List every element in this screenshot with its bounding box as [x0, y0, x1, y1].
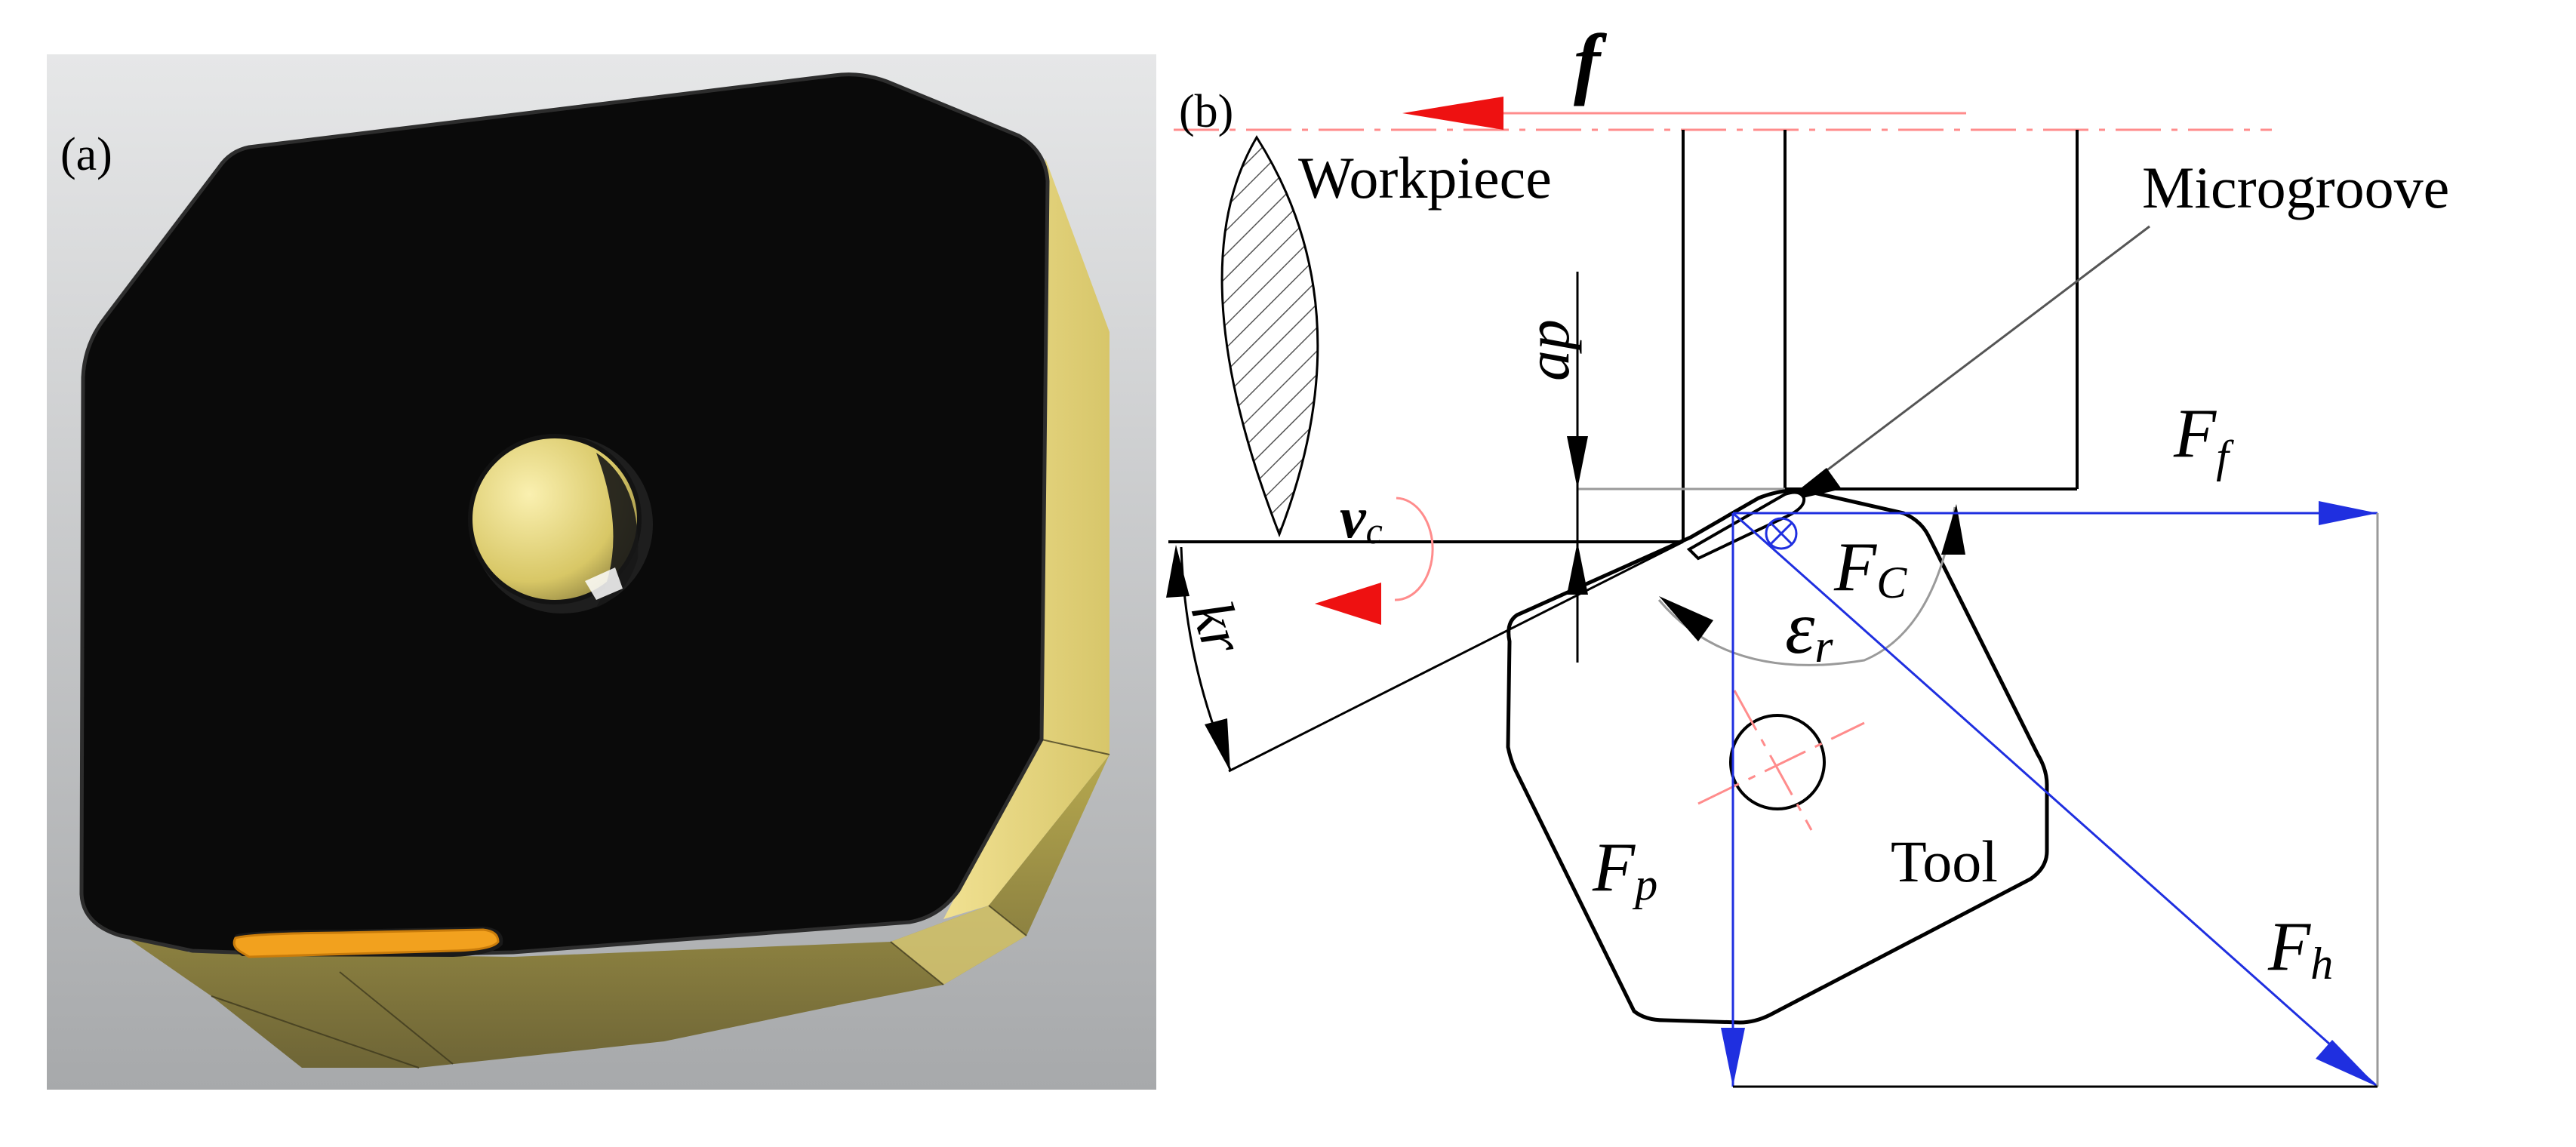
microgroove-label: Microgroove — [2142, 155, 2449, 220]
microgroove — [232, 928, 500, 958]
panel-b-label-text: (b) — [1179, 86, 1233, 137]
entering-angle-arrow-upper — [1166, 545, 1190, 598]
insert-right-side-face — [943, 158, 1109, 919]
feed-force-arrow-head — [2319, 501, 2377, 525]
feed-force-label: Ff — [2173, 395, 2234, 481]
entering-angle-arrow-lower — [1205, 718, 1230, 771]
entering-angle-label: kr — [1178, 593, 1257, 662]
cutting-force-direction-symbol — [1765, 517, 1798, 550]
feed-label: f — [1574, 18, 1608, 106]
tool-angle-label: εr — [1785, 586, 1833, 672]
screw-hole-centerline-b — [1733, 690, 1813, 831]
screw-hole-centerline-a — [1697, 721, 1865, 805]
tool-angle-arc — [1657, 506, 1956, 666]
center-hole-glint — [585, 567, 623, 600]
depth-of-cut-arrow-upper — [1567, 436, 1588, 489]
insert-edges — [211, 739, 1110, 1069]
depth-of-cut-arrow-lower — [1567, 542, 1588, 595]
cutting-speed-label: vc — [1340, 484, 1383, 552]
resultant-force-vector — [1732, 512, 2378, 1088]
panel-a: (a) — [47, 54, 1156, 1090]
panel-a-label: (a) — [60, 129, 112, 180]
feed-arrow-head — [1402, 97, 1503, 130]
tool-insert-outline — [1506, 488, 2049, 1025]
workpiece-label: Workpiece — [1298, 145, 1552, 211]
center-hole-shadow — [596, 453, 639, 607]
cutting-speed-rotation-arc — [1394, 497, 1434, 601]
cutting-force-symbol-cross-b — [1769, 521, 1793, 546]
resultant-force-arrow-head — [2316, 1040, 2377, 1087]
cutting-speed-arrow-head — [1315, 583, 1381, 625]
insert-front-highlight — [891, 906, 1026, 985]
microgroove-leader-line — [1799, 225, 2150, 492]
cutting-edge-extension-line — [1228, 540, 1684, 773]
tool-angle-arrow-left — [1659, 596, 1713, 641]
radial-force-label: Fp — [1592, 829, 1657, 909]
tool-screw-hole — [1729, 714, 1826, 810]
panel-b: f (b) Workpiece Microgroove ap vc kr — [1166, 18, 2449, 1088]
cutting-force-label: FC — [1833, 528, 1907, 607]
resultant-force-label: Fh — [2267, 908, 2333, 989]
depth-of-cut-label: ap — [1513, 319, 1582, 381]
workpiece-cross-section — [1220, 135, 1319, 538]
center-hole-inner — [468, 434, 642, 604]
radial-force-arrow-head — [1721, 1028, 1745, 1087]
insert-front-face — [83, 755, 1109, 1068]
tool-label: Tool — [1891, 829, 1998, 894]
tool-angle-arrow-right — [1941, 504, 1965, 555]
